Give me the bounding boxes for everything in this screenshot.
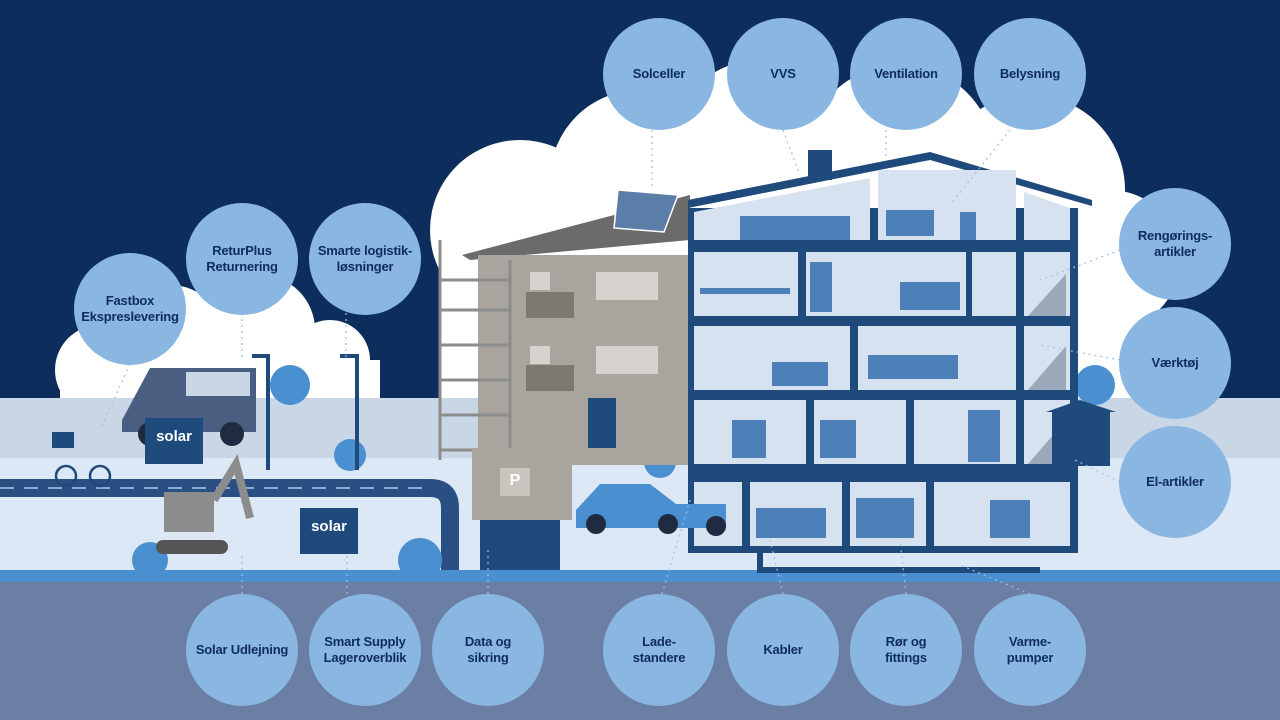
bicycle [52, 432, 112, 488]
bubble-vaerktoej[interactable]: Værktøj [1119, 307, 1231, 419]
parking-sign: P [509, 472, 521, 489]
bubble-ventilation[interactable]: Ventilation [850, 18, 962, 130]
bubble-rengoeringsartikler[interactable]: Rengørings- artikler [1119, 188, 1231, 300]
bubble-smarte-logistik[interactable]: Smarte logistik- løsninger [309, 203, 421, 315]
bubble-el-artikler[interactable]: El-artikler [1119, 426, 1231, 538]
excavator [156, 453, 254, 554]
bubble-returplus[interactable]: ReturPlus Returnering [186, 203, 298, 315]
van [122, 368, 256, 446]
left-building [438, 189, 693, 570]
bubble-solar-udlejning[interactable]: Solar Udlejning [186, 594, 298, 706]
container-2 [300, 508, 358, 554]
bubble-smart-supply[interactable]: Smart Supply Lageroverblik [309, 594, 421, 706]
bubble-kabler[interactable]: Kabler [727, 594, 839, 706]
container-label-1: solar [156, 428, 192, 445]
bubble-vvs[interactable]: VVS [727, 18, 839, 130]
bubble-solceller[interactable]: Solceller [603, 18, 715, 130]
bubble-fastbox[interactable]: Fastbox Ekspreslevering [74, 253, 186, 365]
bubble-data-og-sikring[interactable]: Data og sikring [432, 594, 544, 706]
car [576, 484, 726, 536]
bubble-ladestandere[interactable]: Lade- standere [603, 594, 715, 706]
container-label-2: solar [311, 518, 347, 535]
connectors [99, 129, 1121, 595]
container-1 [145, 418, 203, 464]
bubble-varmepumper[interactable]: Varme- pumper [974, 594, 1086, 706]
road [0, 479, 459, 570]
bubble-belysning[interactable]: Belysning [974, 18, 1086, 130]
shed [1052, 410, 1110, 466]
bubble-roer-og-fittings[interactable]: Rør og fittings [850, 594, 962, 706]
main-house [688, 150, 1092, 573]
